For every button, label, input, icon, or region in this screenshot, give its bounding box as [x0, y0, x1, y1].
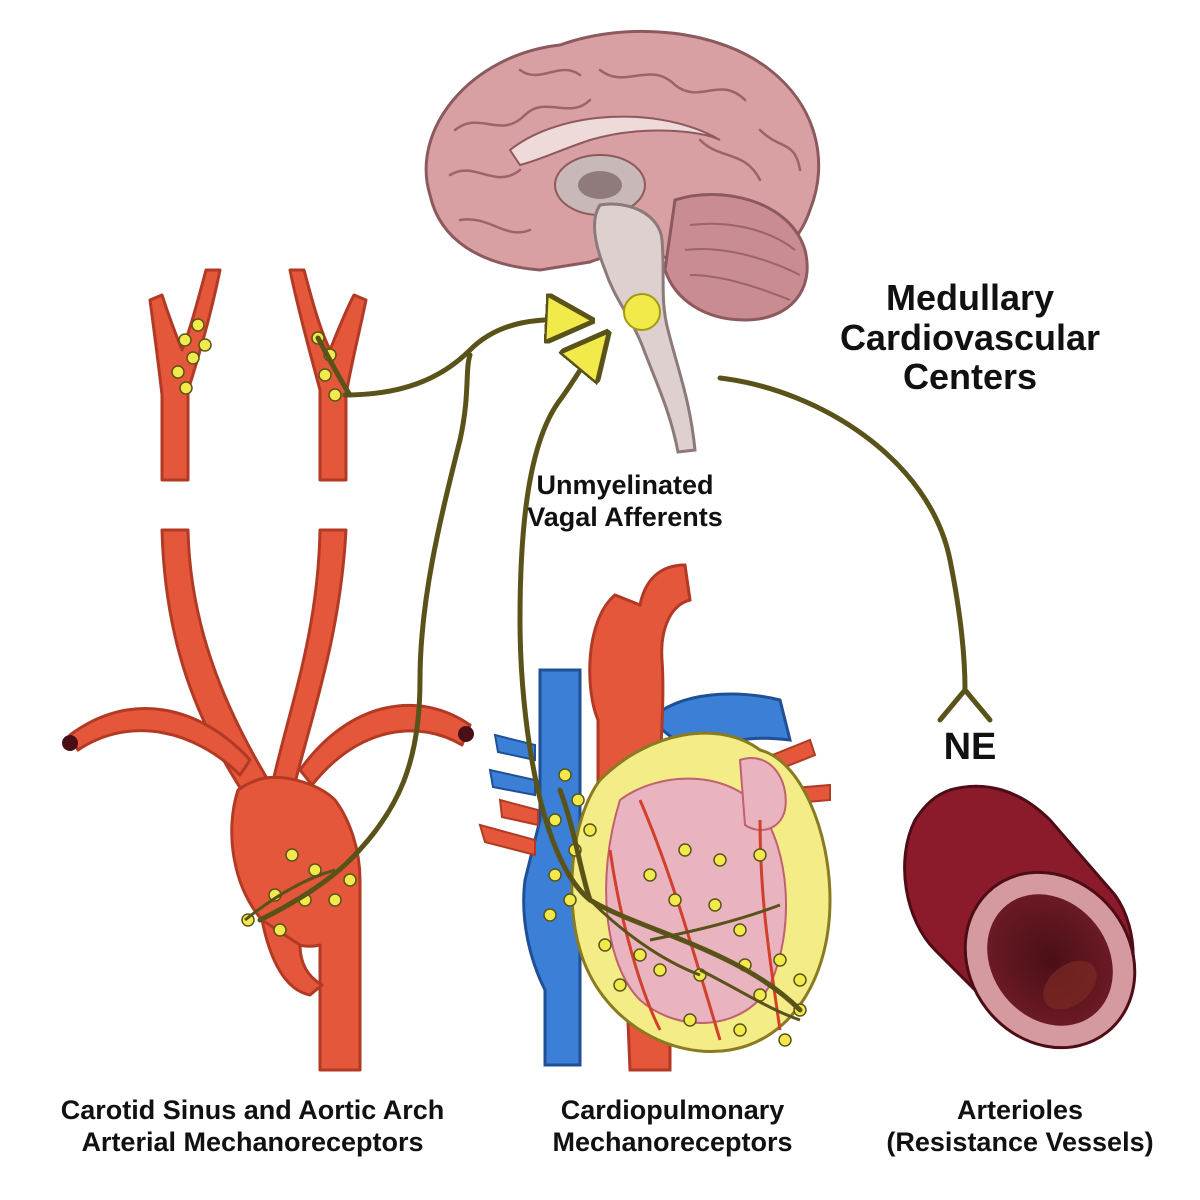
carotid-receptors	[171, 318, 357, 937]
subclavian-lumen-right	[458, 726, 474, 742]
subclavian-lumen-left	[62, 735, 78, 751]
ne-label: NE	[943, 726, 997, 768]
arterioles-label: Arterioles (Resistance Vessels)	[886, 1095, 1154, 1157]
medulla-center-dot	[623, 293, 661, 331]
arteriole-vessel-illustration	[903, 784, 1137, 1050]
nerve-pathways	[257, 319, 993, 1013]
vagal-afferents-label: Unmyelinated Vagal Afferents	[527, 470, 723, 532]
carotid-aortic-artery-illustration	[68, 268, 472, 1072]
cardiopulmonary-label: Cardiopulmonary Mechanoreceptors	[552, 1095, 793, 1157]
heart-illustration	[478, 563, 832, 1072]
carotid-aortic-label: Carotid Sinus and Aortic Arch Arterial M…	[60, 1095, 445, 1157]
heart-nerve-branches	[244, 868, 801, 1022]
heart-receptors	[543, 768, 807, 1047]
medullary-centers-label: Medullary Cardiovascular Centers	[839, 277, 1101, 398]
